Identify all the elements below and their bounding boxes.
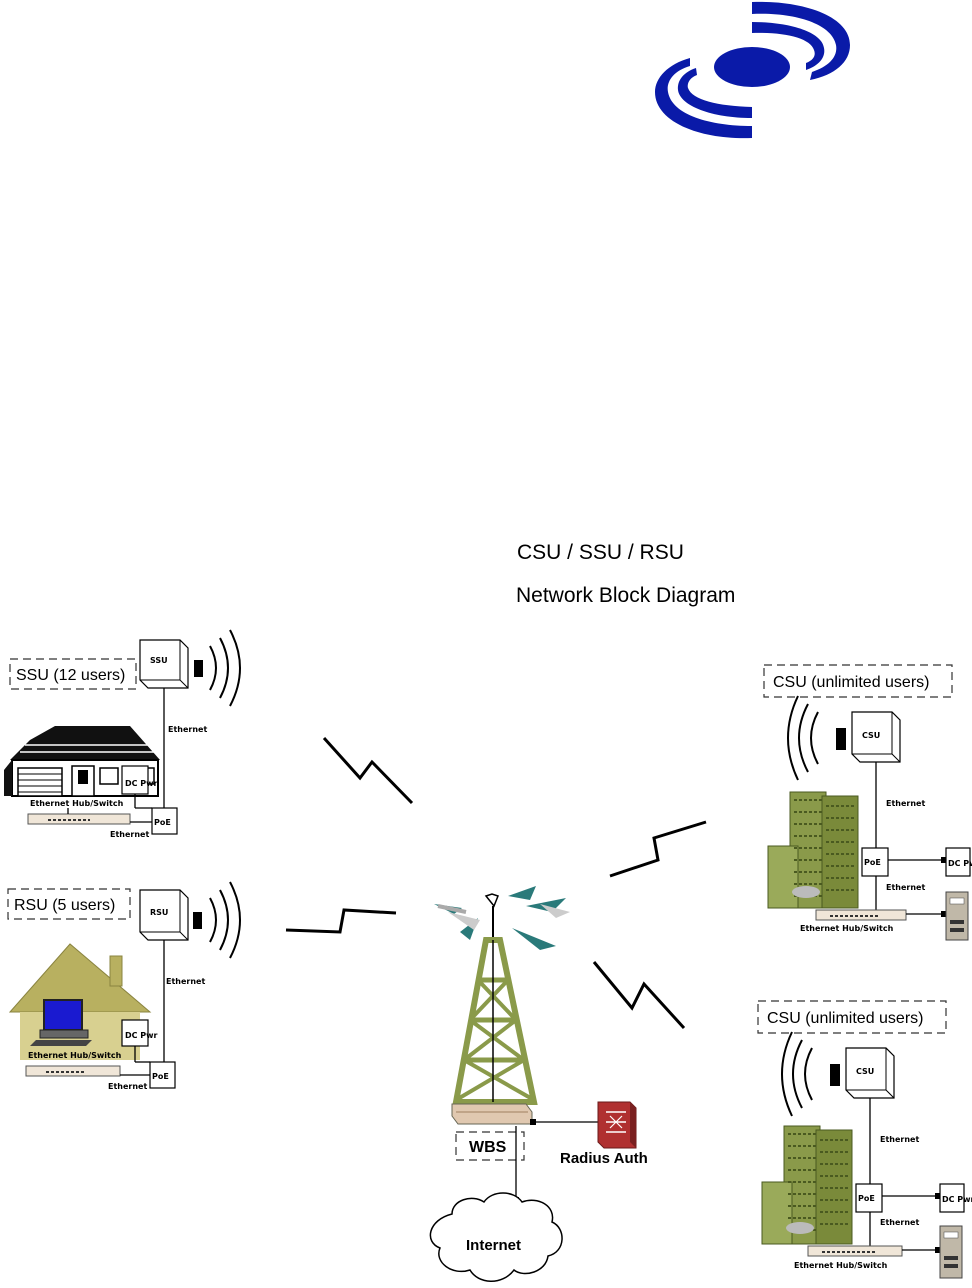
wireless-link-rsu (285, 908, 397, 934)
diagram-title-line2: Network Block Diagram (516, 584, 735, 607)
wbs-box (455, 1131, 525, 1161)
building-icon (761, 1125, 853, 1245)
ssu-antenna-icon (194, 660, 203, 677)
rsu-ethernet-bottom: Ethernet (108, 1082, 147, 1091)
csu-top-ethernet-top: Ethernet (886, 799, 925, 808)
cloud-icon (429, 1192, 563, 1282)
rsu-antenna-icon (193, 912, 202, 929)
ssu-signal-waves-icon (209, 629, 241, 707)
csu-bottom-ethernet-top: Ethernet (880, 1135, 919, 1144)
csu-top-site: CSU (unlimited users) CSU Ethernet PoE (763, 664, 972, 941)
rsu-unit-icon (139, 889, 189, 941)
server-icon (945, 891, 969, 941)
csu-top-hub-label: Ethernet Hub/Switch (800, 924, 894, 933)
building-icon (767, 791, 859, 909)
wireless-link-ssu (322, 736, 414, 805)
ssu-poe-label: PoE (154, 818, 171, 827)
rsu-dc-label: DC Pwr (125, 1031, 158, 1040)
rsu-box-label: RSU (5 users) (14, 897, 115, 914)
ssu-poe-box (151, 807, 178, 835)
ssu-hub-label: Ethernet Hub/Switch (30, 799, 124, 808)
ssu-box-label: SSU (12 users) (16, 667, 125, 684)
csu-bottom-poe-label: PoE (858, 1194, 875, 1203)
csu-top-ethernet-bottom: Ethernet (886, 883, 925, 892)
ssu-unit-icon (139, 639, 189, 689)
csu-bottom-signal-waves-icon (781, 1031, 813, 1117)
rsu-poe-box (149, 1061, 176, 1089)
rsu-unit-label: RSU (150, 908, 168, 917)
wireless-link-csu-bottom (592, 961, 686, 1030)
csu-top-poe-box (861, 847, 889, 877)
csu-bottom-dc-box (939, 1183, 965, 1213)
ssu-dc-label: DC Pwr (125, 779, 158, 788)
server-icon (939, 1225, 963, 1279)
csu-top-box-label: CSU (unlimited users) (773, 674, 929, 691)
tower-icon (434, 886, 570, 1125)
csu-bottom-poe-box (855, 1183, 883, 1213)
csu-bottom-antenna-icon (830, 1064, 840, 1086)
csu-top-unit-label: CSU (862, 731, 880, 740)
rsu-signal-waves-icon (209, 881, 241, 959)
ssu-unit-label: SSU (150, 656, 168, 665)
ssu-ethernet-top: Ethernet (168, 725, 207, 734)
csu-top-antenna-icon (836, 728, 846, 750)
csu-top-dc-box (945, 847, 971, 877)
ssu-hub-icon (27, 813, 131, 825)
csu-bottom-ethernet-bottom: Ethernet (880, 1218, 919, 1227)
wbs-label: WBS (469, 1139, 507, 1156)
diagram-title-line1: CSU / SSU / RSU (517, 541, 684, 564)
firewall-icon (597, 1101, 637, 1149)
csu-top-poe-label: PoE (864, 858, 881, 867)
wireless-link-csu-top (609, 820, 707, 878)
internet-label: Internet (466, 1237, 521, 1254)
csu-top-signal-waves-icon (787, 695, 819, 781)
csu-bottom-dc-label: DC Pwr (942, 1195, 972, 1204)
rsu-site: RSU (5 users) RSU Ethernet DC Pwr (7, 881, 241, 1091)
csu-bottom-unit-icon (845, 1047, 895, 1099)
ssu-site: SSU (12 users) SSU Ethernet (4, 629, 241, 839)
radius-auth-label: Radius Auth (560, 1150, 648, 1167)
ssu-dc-box (121, 765, 149, 795)
csu-bottom-box-label: CSU (unlimited users) (767, 1010, 923, 1027)
rsu-ethernet-top: Ethernet (166, 977, 205, 986)
ssu-ethernet-bottom: Ethernet (110, 830, 149, 839)
csu-bottom-hub-label: Ethernet Hub/Switch (794, 1261, 888, 1270)
csu-bottom-unit-label: CSU (856, 1067, 874, 1076)
logo-swirl-icon (655, 1, 850, 139)
rsu-hub-label: Ethernet Hub/Switch (28, 1051, 122, 1060)
rsu-dc-box (121, 1019, 149, 1047)
rsu-hub-icon (25, 1065, 121, 1077)
csu-top-dc-label: DC Pwr (948, 859, 972, 868)
csu-top-hub-icon (815, 909, 907, 921)
rsu-poe-label: PoE (152, 1072, 169, 1081)
csu-bottom-site: CSU (unlimited users) CSU Ethernet PoE (757, 1000, 972, 1279)
csu-bottom-hub-icon (807, 1245, 903, 1257)
csu-top-unit-icon (851, 711, 901, 763)
computer-icon (30, 999, 92, 1046)
